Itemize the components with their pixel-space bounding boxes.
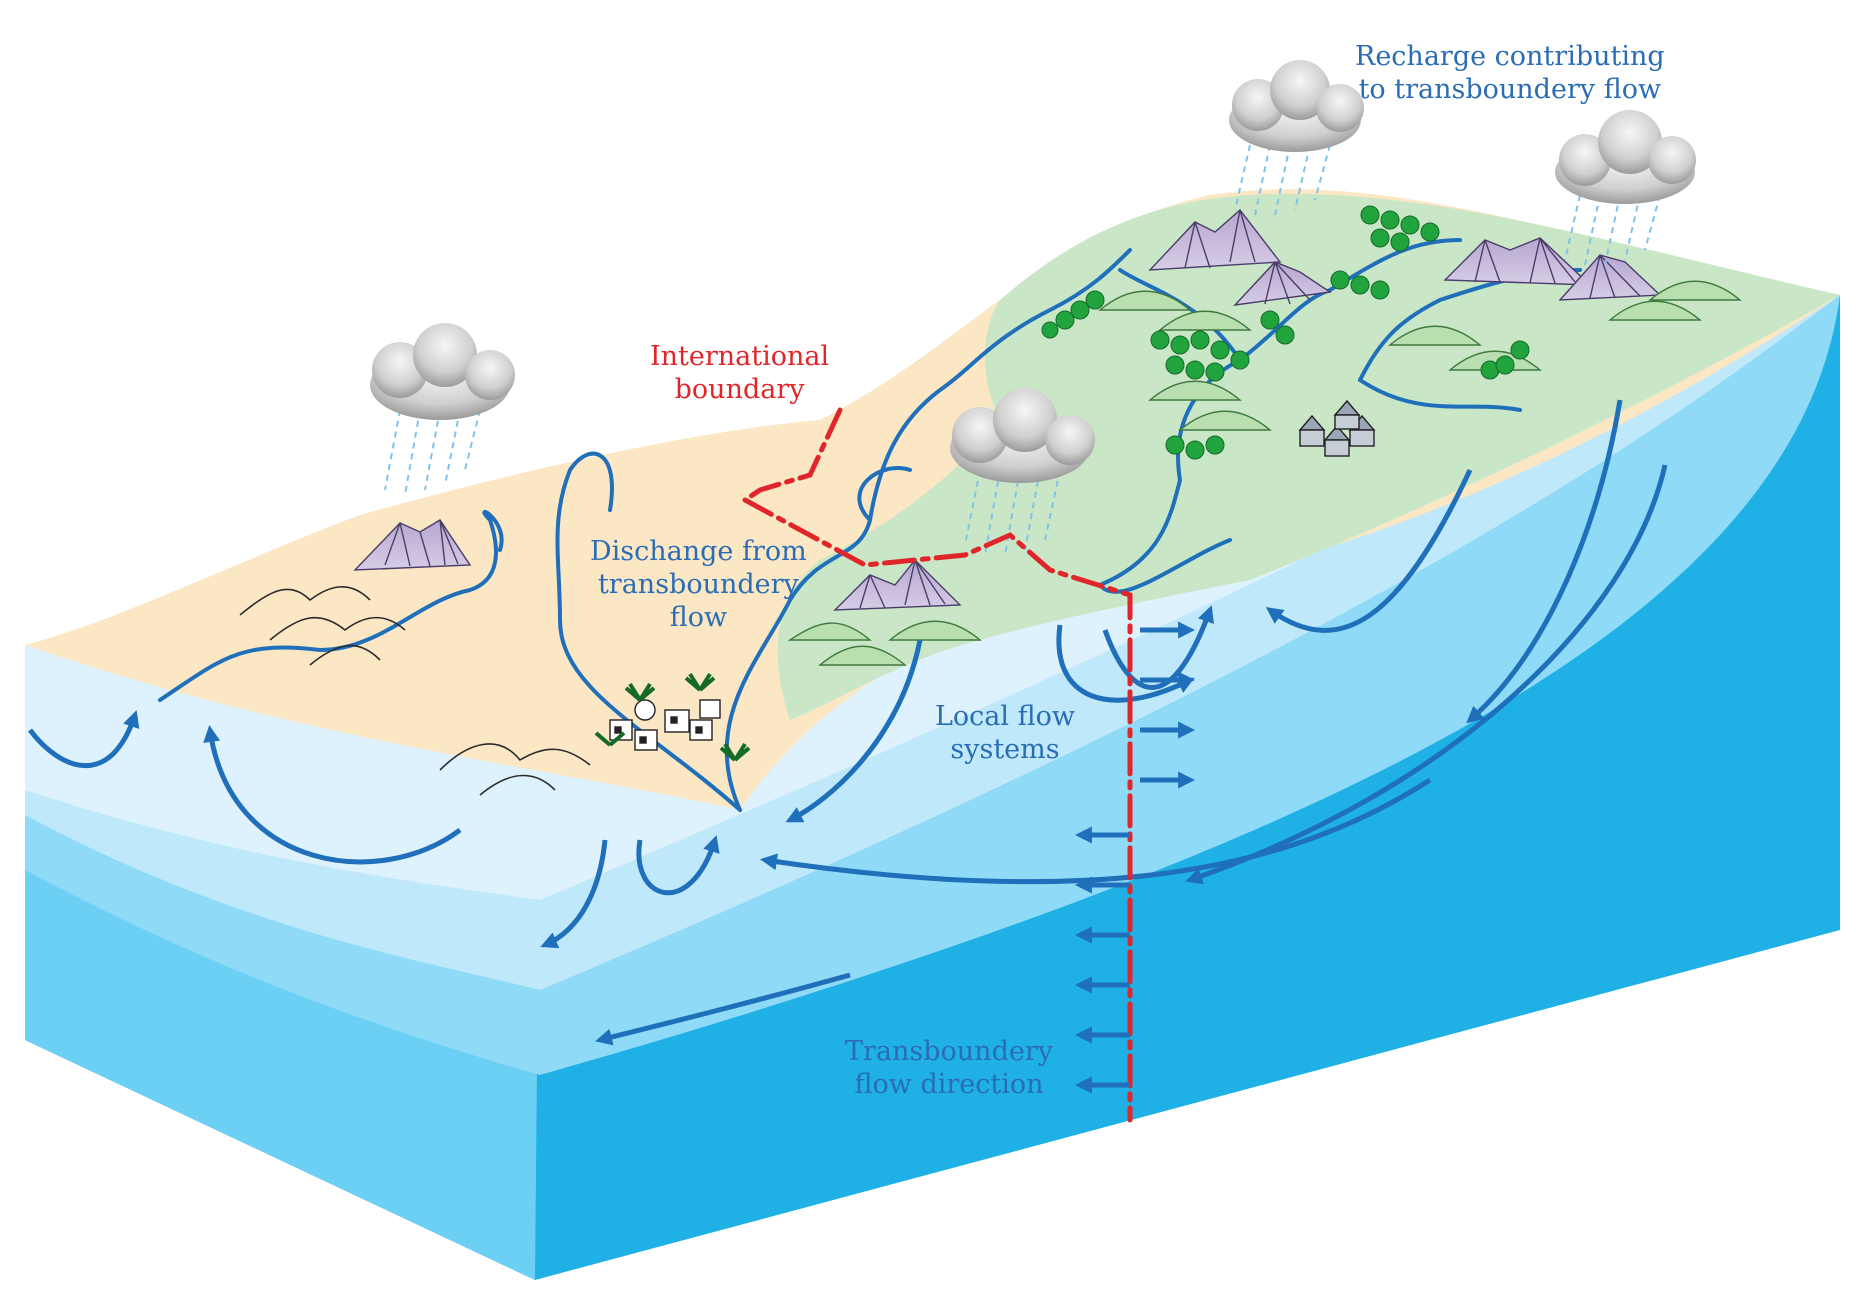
transboundary-flow-arrows: [1074, 621, 1196, 1094]
hills: [239, 586, 591, 796]
transboundary-flow-direction-label: Transboundery flow direction: [845, 1036, 1053, 1100]
tree-cluster-icon: [1041, 205, 1530, 460]
green-hills: [787, 280, 1742, 666]
discharge-label: Dischange from transboundery flow: [590, 536, 807, 633]
mountain-icon: [353, 208, 1662, 611]
local-flow-arrows: [28, 399, 1668, 1046]
village-icon: [594, 399, 1376, 762]
international-boundary-label: International boundary: [650, 341, 830, 405]
international-boundary-line: [742, 407, 1133, 1123]
local-flow-systems-label: Local flow systems: [935, 701, 1075, 765]
recharge-label: Recharge contributing to transboundery f…: [1355, 41, 1665, 105]
rain-cloud-icon: [370, 60, 1696, 556]
